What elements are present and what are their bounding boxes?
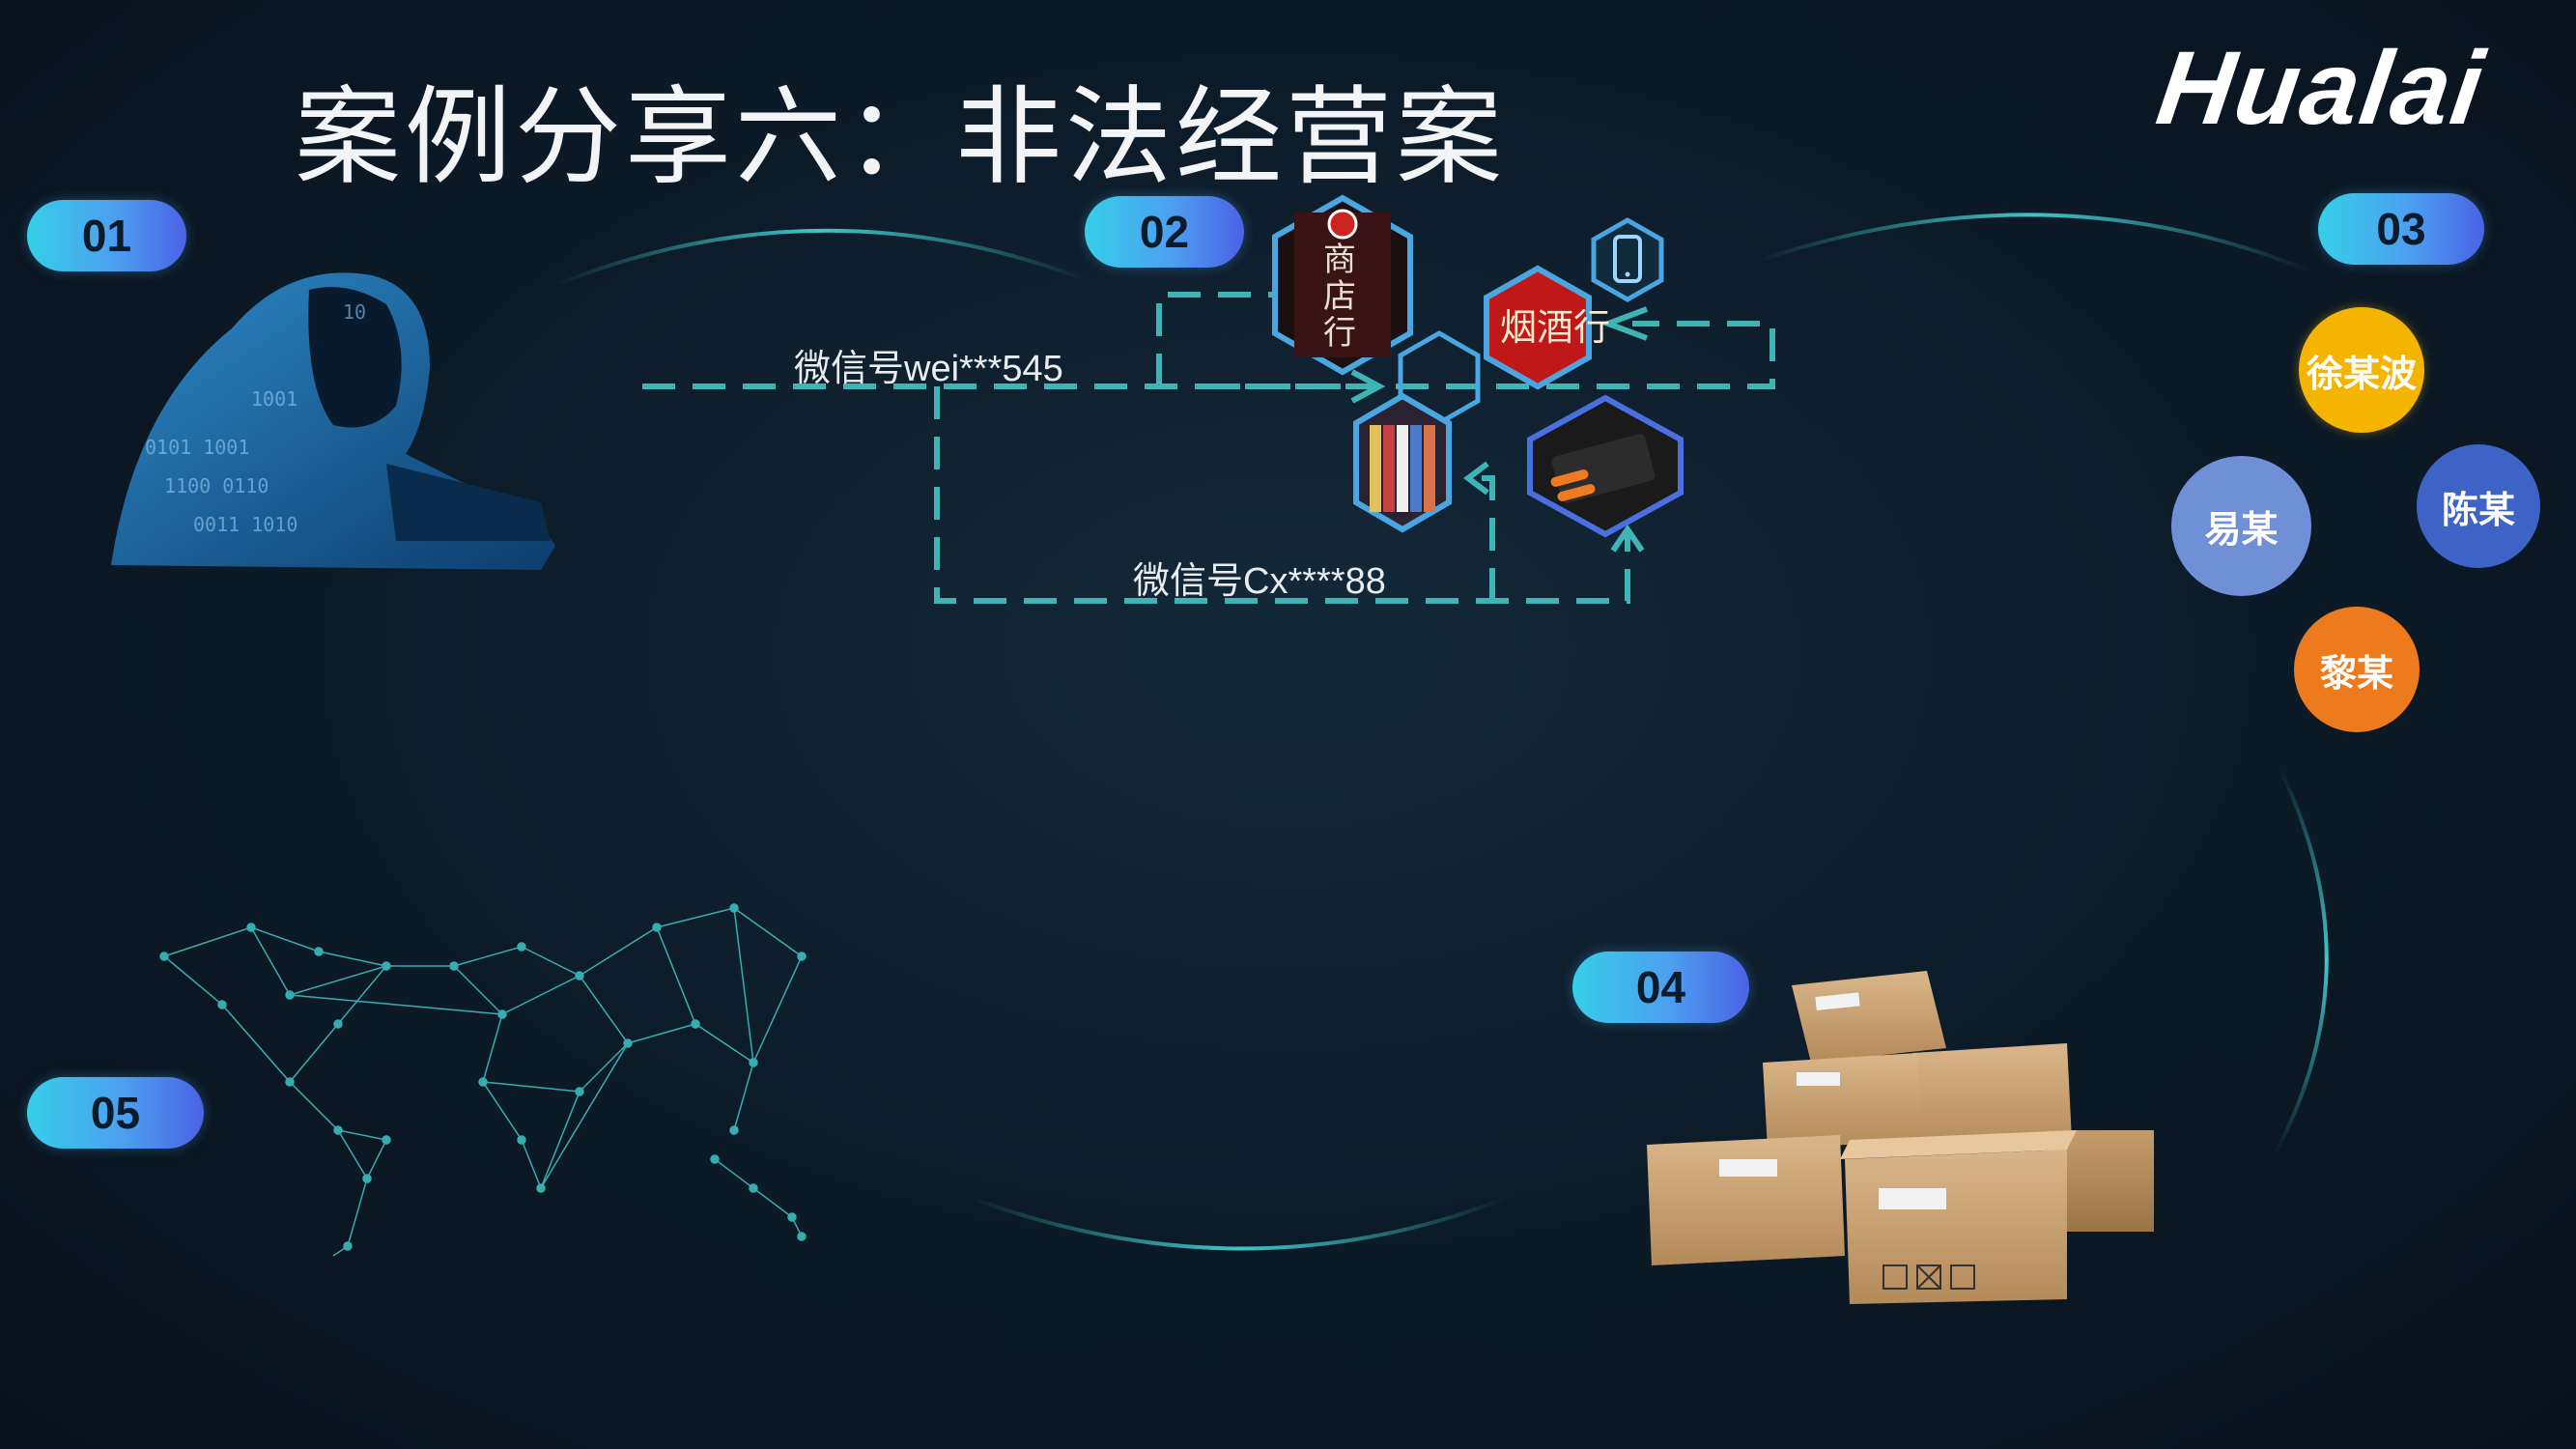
person-chen: 陈某 xyxy=(2417,444,2540,568)
svg-text:商: 商 xyxy=(1323,241,1356,279)
svg-text:1100 0110: 1100 0110 xyxy=(164,474,269,497)
step-badge-04: 04 xyxy=(1572,952,1749,1023)
step-badge-01: 01 xyxy=(27,200,186,271)
svg-text:行: 行 xyxy=(1323,314,1356,353)
shop-sign-icon: 商 店 行 xyxy=(1272,194,1413,376)
arc-bottom xyxy=(970,1196,1508,1251)
world-network-icon xyxy=(159,903,807,1257)
arc-top-right xyxy=(1757,213,2309,272)
flow-lines xyxy=(642,292,1775,604)
step-badge-05: 05 xyxy=(27,1077,204,1149)
step-badge-03: 03 xyxy=(2318,193,2484,265)
svg-text:10: 10 xyxy=(343,300,366,324)
arc-top-left xyxy=(554,228,1088,287)
cigarette-shelf-icon xyxy=(1353,392,1452,533)
phone-icon xyxy=(1591,217,1664,302)
liquor-store-icon: 烟酒行 xyxy=(1484,265,1610,390)
hex-cluster: 商 店 行 烟酒行 xyxy=(1272,194,1684,538)
svg-text:烟酒行: 烟酒行 xyxy=(1500,306,1610,349)
boxes-icon xyxy=(1647,971,2154,1304)
svg-text:0101 1001: 0101 1001 xyxy=(145,436,249,459)
svg-text:1001: 1001 xyxy=(251,387,297,411)
brand-logo: Hualai xyxy=(2150,29,2492,146)
step-badge-02: 02 xyxy=(1085,196,1244,268)
page-title: 案例分享六：非法经营案 xyxy=(295,78,1506,197)
person-xu: 徐某波 xyxy=(2299,307,2424,433)
cigarette-pack-icon xyxy=(1527,394,1684,538)
wechat-account-label-2: 微信号Cx****88 xyxy=(1133,561,1386,602)
wechat-account-label-1: 微信号wei***545 xyxy=(794,349,1063,389)
svg-text:0011 1010: 0011 1010 xyxy=(193,513,297,536)
arc-right xyxy=(2273,767,2329,1155)
person-li: 黎某 xyxy=(2294,607,2420,732)
person-yi: 易某 xyxy=(2171,456,2311,596)
hacker-icon: 0101 1001 1100 0110 0011 1010 1001 10 xyxy=(111,272,555,570)
svg-text:店: 店 xyxy=(1323,277,1356,316)
